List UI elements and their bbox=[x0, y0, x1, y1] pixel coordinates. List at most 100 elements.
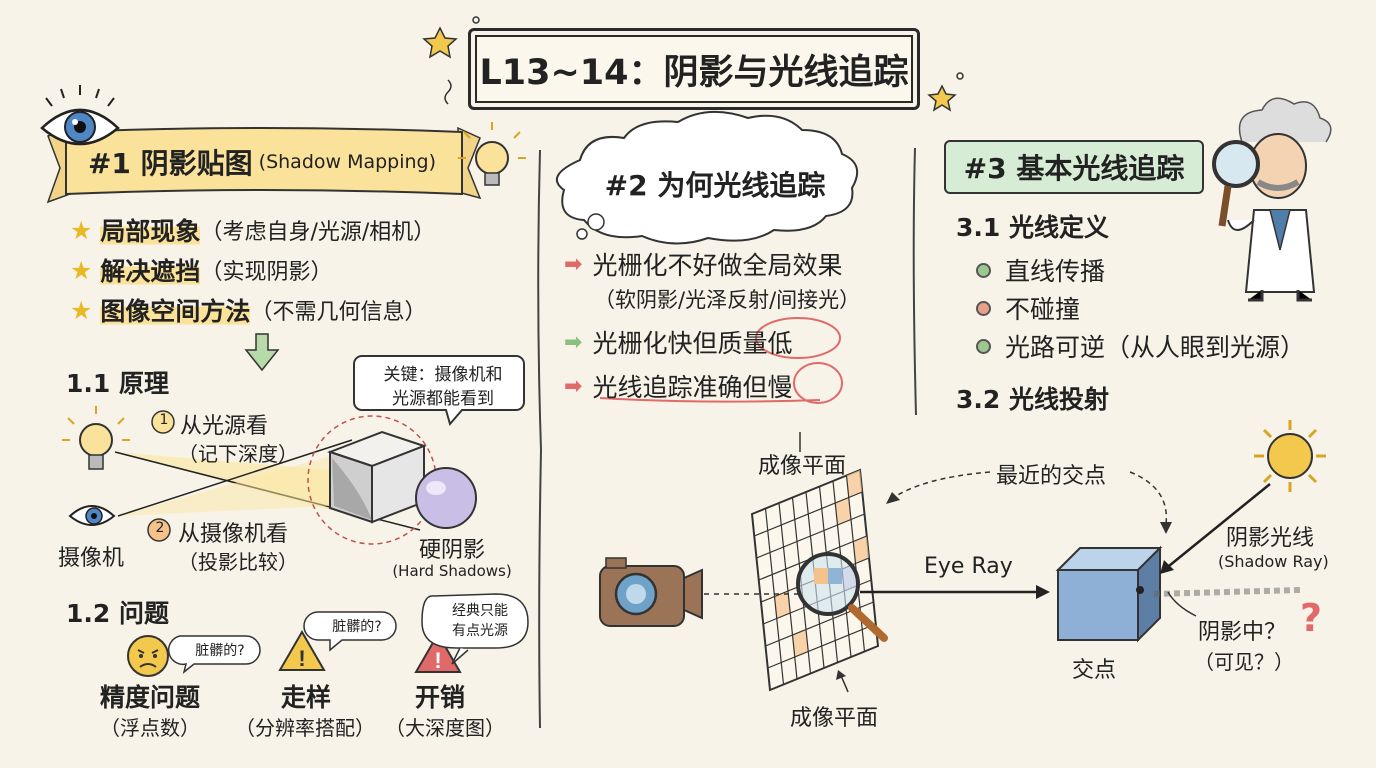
bullet-main: 图像空间方法 bbox=[100, 292, 251, 328]
problem2-bubble: 脏髒的? bbox=[332, 619, 382, 635]
bullet-note: （实现阴影） bbox=[200, 260, 333, 285]
image-plane-top-label: 成像平面 bbox=[758, 454, 847, 479]
green-arrow-icon: ➡ bbox=[564, 329, 583, 355]
section3-point-3-text: 光路可逆（从人眼到光源） bbox=[1005, 333, 1306, 362]
section3-heading: #3 基本光线追踪 bbox=[944, 140, 1204, 194]
angry-face-icon bbox=[127, 635, 169, 677]
image-plane-line bbox=[767, 623, 876, 669]
section1-heading-en: (Shadow Mapping) bbox=[258, 151, 437, 173]
section1-bullet-1: ★ 局部现象 （考虑自身/光源/相机） bbox=[70, 212, 435, 248]
section2-item-1: ➡ 光栅化不好做全局效果 bbox=[564, 246, 842, 282]
key-bubble-line1: 关键：摄像机和 bbox=[383, 365, 503, 385]
light-bulb-icon bbox=[458, 122, 526, 186]
cube-shape bbox=[327, 430, 427, 524]
magnifier-on-grid-icon bbox=[796, 552, 888, 642]
nearest-intersection-label: 最近的交点 bbox=[996, 464, 1107, 489]
star-icon: ★ bbox=[70, 255, 93, 285]
problem2-title: 走样 bbox=[280, 683, 331, 712]
camera-eye-icon bbox=[68, 505, 116, 526]
problem3-note: （大深度图） bbox=[385, 716, 505, 740]
shadow-ray-en: (Shadow Ray) bbox=[1218, 552, 1329, 571]
star-icon: ★ bbox=[70, 295, 93, 325]
bullet-note: （考虑自身/光源/相机） bbox=[200, 220, 436, 245]
svg-text:!: ! bbox=[434, 648, 441, 673]
red-arrow-icon: ➡ bbox=[564, 251, 583, 277]
visible-label: （可见？） bbox=[1194, 650, 1294, 674]
sphere-shape bbox=[415, 467, 477, 529]
section2-item-1-note: （软阴影/光泽反射/间接光） bbox=[594, 288, 861, 312]
bubble-3 bbox=[421, 593, 529, 649]
section3-point-1-text: 直线传播 bbox=[1005, 257, 1106, 286]
bubble-2 bbox=[303, 611, 397, 652]
problem1-bubble: 脏髒的? bbox=[195, 643, 245, 659]
image-plane-pixel bbox=[835, 497, 851, 525]
warning-icon-red: ! bbox=[414, 632, 462, 673]
key-bubble-line2: 光源都能看到 bbox=[392, 389, 494, 409]
eye-icon bbox=[40, 85, 120, 146]
down-arrow-icon bbox=[244, 333, 280, 372]
section1-heading-text: #1 阴影贴图 bbox=[87, 147, 253, 180]
star-icon: ★ bbox=[70, 215, 93, 245]
section2-item-2: ➡ 光栅化快但质量低 bbox=[564, 324, 792, 360]
section2-item-3-text-a: 光线追踪准确但 bbox=[592, 373, 768, 402]
camera-icon bbox=[599, 557, 703, 627]
section3-point-1: 直线传播 bbox=[976, 252, 1105, 288]
image-plane-bottom-label: 成像平面 bbox=[790, 706, 879, 731]
problem3-bubble-line2: 有点光源 bbox=[452, 623, 508, 639]
section2-item-2-text-a: 光栅化快但 bbox=[592, 329, 718, 358]
intersection-label: 交点 bbox=[1072, 658, 1117, 683]
section1-heading: #1 阴影贴图 (Shadow Mapping) bbox=[66, 132, 458, 192]
problem1-note: （浮点数） bbox=[100, 716, 200, 740]
light-source-icon bbox=[62, 406, 130, 470]
section2-heading: #2 为何光线追踪 bbox=[604, 169, 826, 202]
step2-number: 2 bbox=[155, 520, 165, 536]
section3-sub1: 3.1 光线定义 bbox=[956, 213, 1109, 242]
section1-bullet-2: ★ 解决遮挡 （实现阴影） bbox=[70, 252, 332, 288]
red-arrow-icon: ➡ bbox=[564, 373, 583, 399]
warning-icon-yellow: ! bbox=[278, 630, 326, 671]
step2-note: （投影比较） bbox=[178, 550, 298, 574]
image-plane-pixel bbox=[774, 591, 791, 619]
section3-point-2-text: 不碰撞 bbox=[1005, 295, 1081, 324]
problems-heading: 1.2 问题 bbox=[66, 599, 169, 628]
image-plane-pixel bbox=[792, 629, 809, 657]
section2-item-1-text: 光栅化不好做全局效果 bbox=[592, 251, 843, 280]
in-shadow-label: 阴影中？ bbox=[1198, 620, 1287, 645]
question-mark-icon: ? bbox=[1300, 596, 1323, 640]
star-icon bbox=[422, 26, 957, 112]
section2-item-3: ➡ 光线追踪准确但慢 bbox=[564, 368, 792, 404]
problem3-bubble-line1: 经典只能 bbox=[452, 603, 508, 619]
bullet-main: 解决遮挡 bbox=[100, 252, 201, 288]
intersection-cube bbox=[1055, 545, 1163, 643]
principle-heading: 1.1 原理 bbox=[66, 369, 169, 398]
section3-point-3: 光路可逆（从人眼到光源） bbox=[976, 328, 1305, 364]
divider-left bbox=[537, 149, 543, 729]
step1-label: 从光源看 bbox=[180, 414, 269, 439]
step1-number: 1 bbox=[159, 412, 169, 428]
bullet-main: 局部现象 bbox=[100, 212, 201, 248]
scientist-icon bbox=[1227, 97, 1332, 302]
shadow-ray-label: 阴影光线 bbox=[1226, 526, 1315, 551]
problem2-note: （分辨率搭配） bbox=[235, 716, 375, 740]
page-title: L13~14：阴影与光线追踪 bbox=[468, 28, 920, 110]
bullet-dot-icon bbox=[976, 262, 991, 278]
image-plane-grid bbox=[750, 468, 880, 692]
magnifier-icon bbox=[1212, 140, 1260, 227]
bullet-dot-icon bbox=[976, 300, 991, 316]
bullet-dot-icon bbox=[976, 338, 991, 354]
hard-shadow-label: 硬阴影 bbox=[418, 538, 485, 563]
divider-right bbox=[912, 147, 917, 416]
svg-text:!: ! bbox=[298, 646, 305, 671]
image-plane-pixel bbox=[846, 470, 863, 498]
problem1-title: 精度问题 bbox=[99, 683, 200, 712]
section2-item-3-text-b: 慢 bbox=[767, 373, 793, 402]
step2-label: 从摄像机看 bbox=[178, 522, 289, 547]
section3-point-2: 不碰撞 bbox=[976, 290, 1080, 326]
step1-note: （记下深度） bbox=[178, 442, 298, 466]
problem3-title: 开销 bbox=[414, 683, 465, 712]
bubble-1 bbox=[168, 635, 261, 674]
key-bubble bbox=[353, 355, 525, 427]
eye-ray-label: Eye Ray bbox=[924, 554, 1013, 579]
principle-diagram bbox=[62, 355, 525, 545]
